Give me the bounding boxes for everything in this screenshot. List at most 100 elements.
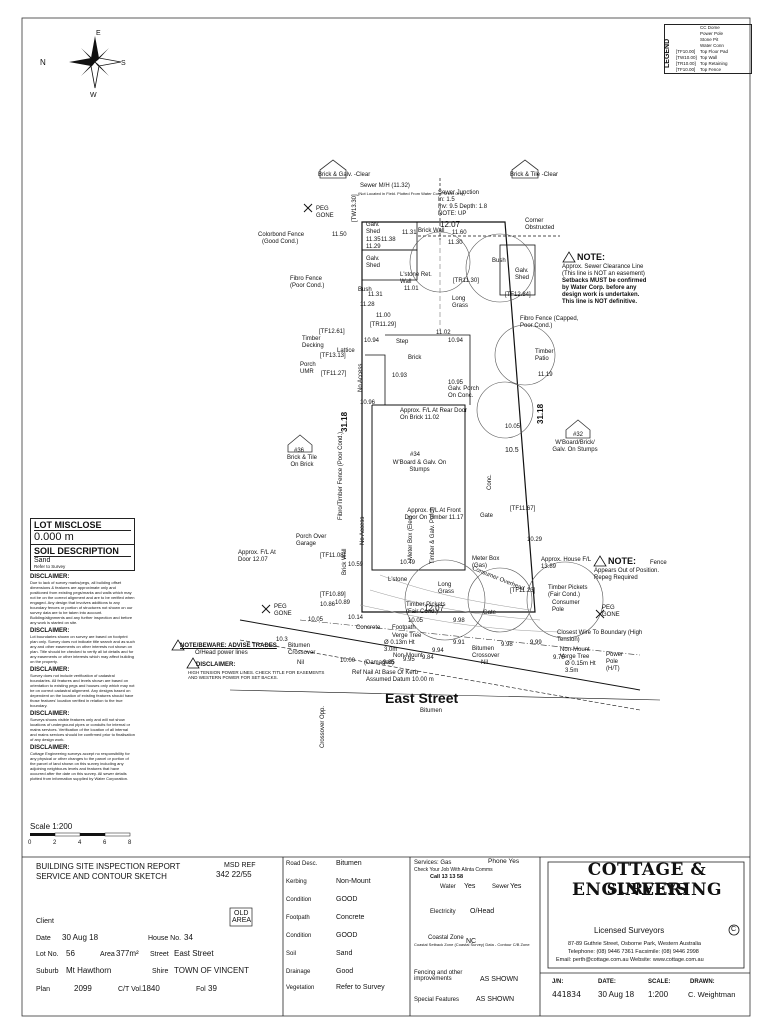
- dimension: 31.18: [536, 403, 545, 424]
- legend-row: Top Wall: [700, 55, 718, 60]
- level: 10.93: [392, 373, 408, 379]
- label-good-cond: (Good Cond.): [262, 239, 299, 245]
- level: 11.60: [452, 230, 467, 236]
- soil-box: SOIL DESCRIPTION Sand Refer to Survey: [30, 544, 135, 571]
- sewer-note-line: Approx. Sewer Clearance Line: [562, 264, 644, 270]
- site-value: Good: [336, 968, 354, 975]
- label-timber-pickets: Timber Pickets (Fair Cond.): [548, 585, 588, 598]
- label-long-grass: Long Grass: [438, 582, 455, 595]
- services-call: Call 13 13 58: [430, 874, 464, 880]
- label-lattice: Lattice: [337, 348, 355, 354]
- label-num32: #32: [573, 432, 584, 438]
- site-value: Refer to Survey: [336, 984, 385, 991]
- level: 10.59: [348, 562, 364, 568]
- label-sewer-note: NOTE: UP: [438, 211, 467, 217]
- label-porch-garage: Porch Over Garage: [296, 534, 327, 547]
- fencing-label: Fencing and other improvements: [414, 970, 463, 982]
- level: 11.19: [538, 372, 553, 378]
- label-footpath: Footpath: [392, 625, 416, 631]
- msd-ref-label: MSD REF: [224, 862, 256, 869]
- label-timber-decking: Timber Decking: [302, 336, 324, 349]
- sewer-note-line: Setbacks MUST be confirmed: [562, 278, 647, 284]
- label-long-grass: Long Grass: [452, 296, 469, 309]
- left-info-panel: LOT MISCLOSE 0.000 m SOIL DESCRIPTION Sa…: [30, 518, 135, 781]
- level: 11.31: [402, 230, 417, 236]
- label-closest-wire: Closest Wire To Boundary (High Tension): [557, 630, 643, 643]
- disclaimer-ht-title: DISCLAIMER:: [196, 662, 236, 668]
- water-value: Yes: [464, 883, 476, 890]
- level: 11.35: [366, 237, 381, 243]
- label-approx-fl-front: Approx. F/L At Front Door On Timber 11.1…: [404, 508, 464, 521]
- copyright-icon: C: [731, 926, 737, 933]
- disclaimer-text: Lot boundaries shown on survey are based…: [30, 634, 135, 664]
- label-galv-shed: Galv. Shed: [366, 256, 381, 269]
- site-label: Soil: [286, 951, 297, 957]
- level: 9.84: [422, 655, 434, 661]
- level: 12.07: [440, 220, 461, 229]
- coastal-label: Coastal Zone: [428, 935, 464, 941]
- disclaimer-text: Survey does not include verification of …: [30, 673, 135, 708]
- scale-label: Scale 1:200: [30, 822, 73, 831]
- disclaimer-title: DISCLAIMER:: [30, 574, 70, 580]
- level: 10.05: [308, 617, 324, 623]
- level: 9.85: [383, 660, 395, 666]
- label-sewer-junction: Sewer Junction: [438, 190, 480, 196]
- tag: [TF12.61]: [319, 329, 345, 335]
- label-conc: Conc.: [487, 474, 493, 490]
- msd-ref: 342 22/55: [216, 870, 252, 879]
- level: 10.5: [505, 447, 519, 454]
- label-timber-galv-porch: Timber & Galv. Porch: [430, 507, 436, 564]
- tag: [TR11.30]: [453, 278, 479, 284]
- fencing-value: AS SHOWN: [480, 976, 519, 983]
- label-num34: #34: [410, 452, 421, 458]
- old-area-2: AREA: [232, 917, 252, 924]
- label-timber-patio: Timber Patio: [535, 349, 554, 362]
- ct-vol-value: 1840: [142, 984, 160, 993]
- level: 10.49: [400, 560, 416, 566]
- date-value: 30 Aug 18: [62, 933, 99, 942]
- site-value: GOOD: [336, 932, 358, 939]
- label-no-access: No Access: [360, 516, 366, 545]
- level: 11.50: [332, 232, 347, 238]
- company-email: Email: perth@cottage.com.au Website: www…: [556, 957, 704, 963]
- label-brick-tile: Brick & Tile -Clear: [510, 172, 559, 178]
- label-peg-gone: PEG GONE: [602, 605, 620, 618]
- site-label: Condition: [286, 933, 312, 939]
- level: 11.38: [381, 237, 396, 243]
- level: 11.31: [368, 292, 383, 298]
- site-label: Kerbing: [286, 879, 307, 885]
- level: 9.94: [432, 648, 444, 654]
- lot-misclose-value: 0.000 m: [34, 531, 74, 543]
- level: 10.96: [360, 400, 376, 406]
- label-fibro-fence: Fibro Fence: [290, 276, 323, 282]
- label-crossover-opp: Crossover Opp.: [320, 705, 326, 748]
- label-verge-tree: Verge Tree: [392, 633, 422, 639]
- site-value: Concrete: [336, 914, 365, 921]
- label-concrete: Concrete: [356, 625, 381, 631]
- level: 9.75: [553, 655, 565, 661]
- label-galv-porch: Galv. Porch On Conc.: [448, 386, 479, 399]
- label-assumed-datum: Assumed Datum 10.00 m: [366, 677, 434, 683]
- lot-no-label: Lot No.: [36, 951, 59, 958]
- fence-note-line: Appears Out of Position.: [594, 568, 660, 574]
- level: 10.00: [340, 658, 356, 664]
- label-ref-nail: Ref Nail At Base Of Kerb: [352, 670, 419, 676]
- street-name: East Street: [385, 690, 459, 706]
- legend-row: Stone Pit: [700, 37, 719, 42]
- level: 11.01: [404, 286, 419, 292]
- legend-title: LEGEND: [664, 38, 671, 68]
- label-corner-obstructed: Corner Obstructed: [525, 218, 555, 231]
- site-value: Bitumen: [336, 860, 362, 867]
- company-address: 87-89 Guthrie Street, Osborne Park, West…: [568, 941, 701, 947]
- dimension: 31.18: [340, 411, 349, 432]
- label-meter-box-gas: Meter Box (Gas): [472, 556, 500, 569]
- drawn-label: DRAWN:: [690, 979, 715, 985]
- level: 9.98: [453, 618, 465, 624]
- disclaimer-title: DISCLAIMER:: [30, 711, 70, 717]
- soil-sub: Refer to Survey: [34, 564, 66, 569]
- compass-e: E: [96, 30, 101, 37]
- disclaimer-title: DISCLAIMER:: [30, 745, 70, 751]
- level: 10.05: [408, 618, 424, 624]
- label-non-mount: Non-Mount: [393, 653, 423, 659]
- sewer-note-line: by Water Corp. before any: [562, 285, 637, 291]
